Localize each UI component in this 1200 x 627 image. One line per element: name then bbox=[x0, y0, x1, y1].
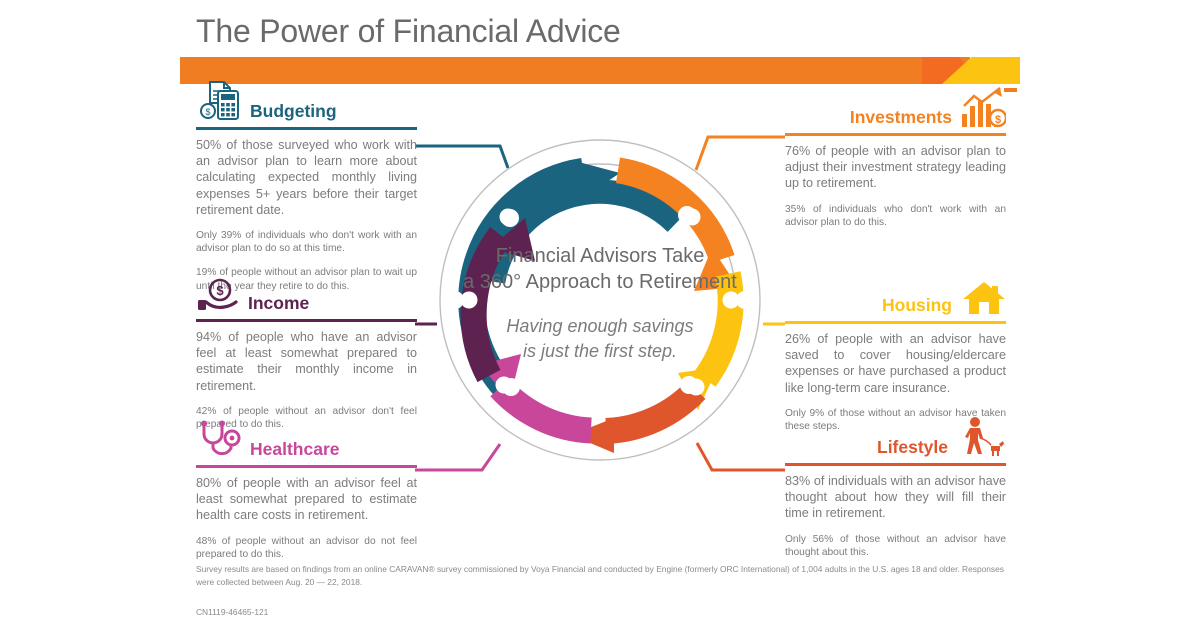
footer-disclaimer: Survey results are based on findings fro… bbox=[196, 564, 1004, 587]
section-rule-budgeting bbox=[196, 127, 417, 130]
section-label-income: Income bbox=[248, 292, 310, 313]
ring-dots-overlay bbox=[460, 208, 740, 396]
section-budgeting: $ Budgeting 50% of those surveyed who wo… bbox=[196, 81, 417, 293]
section-label-lifestyle: Lifestyle bbox=[877, 436, 948, 457]
hand-coin-icon: $ bbox=[196, 278, 242, 314]
svg-text:$: $ bbox=[995, 114, 1001, 126]
section-housing: Housing 26% of people with an advisor ha… bbox=[785, 282, 1006, 433]
bar-chart-dollar-icon: $ bbox=[960, 86, 1006, 128]
svg-text:$: $ bbox=[216, 283, 224, 298]
housing-lead-text: 26% of people with an advisor have saved… bbox=[785, 332, 1006, 395]
center-italic-2: is just the first step. bbox=[522, 341, 678, 361]
ring-arrows bbox=[458, 157, 744, 453]
house-icon bbox=[962, 280, 1006, 316]
section-rule-income bbox=[196, 319, 417, 322]
section-label-housing: Housing bbox=[882, 294, 952, 315]
center-line-1: Financial Advisors Take bbox=[495, 245, 705, 267]
section-rule-healthcare bbox=[196, 465, 417, 468]
calculator-receipt-icon: $ bbox=[196, 78, 244, 122]
budgeting-sub-text-1: Only 39% of individuals who don't work w… bbox=[196, 230, 417, 255]
header-color-band bbox=[180, 57, 1020, 84]
healthcare-sub-text-1: 48% of people without an advisor do not … bbox=[196, 535, 417, 560]
center-line-2: a 360° Approach to Retirement bbox=[463, 271, 737, 293]
center-message: Financial Advisors Take a 360° Approach … bbox=[455, 243, 745, 364]
section-rule-housing bbox=[785, 321, 1006, 324]
section-label-budgeting: Budgeting bbox=[250, 100, 337, 121]
section-label-healthcare: Healthcare bbox=[250, 438, 340, 459]
section-lifestyle: Lifestyle 83% of individuals with an adv… bbox=[785, 417, 1006, 559]
center-italic-1: Having enough savings bbox=[506, 316, 694, 336]
investments-sub-text-1: 35% of individuals who don't work with a… bbox=[785, 203, 1006, 228]
ring-arrow-budgeting bbox=[481, 179, 685, 284]
section-investments: Investments $ 76% of peo bbox=[785, 87, 1006, 229]
income-lead-text: 94% of people who have an advisor feel a… bbox=[196, 330, 417, 393]
income-sub-text-1: 42% of people without an advisor don't f… bbox=[196, 405, 417, 431]
footer: Survey results are based on findings fro… bbox=[196, 563, 1008, 618]
svg-text:$: $ bbox=[205, 107, 210, 117]
person-walking-dog-icon bbox=[958, 416, 1006, 458]
healthcare-lead-text: 80% of people with an advisor feel at le… bbox=[196, 476, 417, 523]
section-label-investments: Investments bbox=[849, 106, 952, 127]
footer-compliance-code: CN1119-46465-121 bbox=[196, 607, 269, 617]
budgeting-sub-text-2: 19% of people without an advisor plan to… bbox=[196, 267, 417, 292]
budgeting-lead-text: 50% of those surveyed who work with an a… bbox=[196, 138, 417, 217]
cycle-ring-diagram bbox=[439, 139, 761, 461]
section-rule-lifestyle bbox=[785, 463, 1006, 466]
investments-lead-text: 76% of people with an advisor plan to ad… bbox=[785, 144, 1006, 191]
band-tick-mark bbox=[1004, 88, 1017, 92]
housing-sub-text-1: Only 9% of those without an advisor have… bbox=[785, 407, 1006, 433]
page-title: The Power of Financial Advice bbox=[196, 13, 621, 49]
stethoscope-icon bbox=[196, 420, 244, 460]
lifestyle-lead-text: 83% of individuals with an advisor have … bbox=[785, 474, 1006, 521]
section-income: $ Income 94% of people who have an advis… bbox=[196, 278, 417, 431]
band-orange-segment bbox=[180, 57, 970, 84]
section-healthcare: Healthcare 80% of people with an advisor… bbox=[196, 420, 417, 561]
section-rule-investments bbox=[785, 133, 1006, 136]
lifestyle-sub-text-1: Only 56% of those without an advisor hav… bbox=[785, 533, 1006, 558]
